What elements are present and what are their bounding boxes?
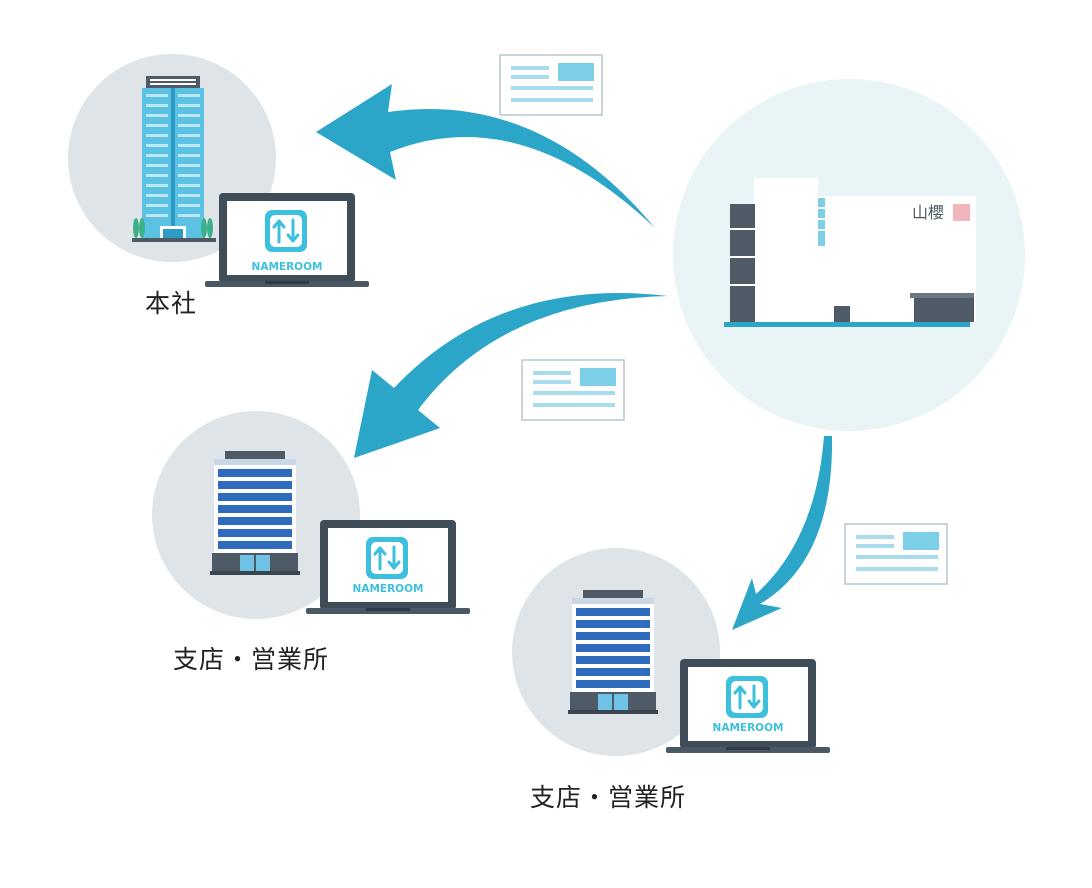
laptop-icon [304, 518, 472, 616]
site-label-headquarters: 本社 [145, 289, 198, 318]
skyscraper-icon [132, 76, 216, 242]
branch-left-group: NAMEROOM [152, 411, 472, 619]
app-name: NAMEROOM [353, 583, 424, 595]
business-card-icon [844, 523, 948, 585]
branch-right-group: NAMEROOM [512, 548, 832, 756]
source-building-group: 山櫻 [673, 79, 1025, 431]
headquarters-group: NAMEROOM [68, 54, 371, 289]
app-name: NAMEROOM [252, 261, 323, 273]
building-icon [724, 178, 976, 327]
arrow-to-headquarters [316, 84, 655, 228]
arrow-to-branch-left [354, 292, 668, 458]
sakura-logo-icon [953, 204, 970, 221]
business-card-icon [521, 359, 625, 421]
office-building-icon [210, 451, 300, 575]
office-building-icon [568, 590, 658, 714]
app-name: NAMEROOM [713, 722, 784, 734]
laptop-icon [664, 657, 832, 755]
source-sign: 山櫻 [912, 203, 944, 222]
arrow-to-branch-right [732, 436, 833, 630]
site-label-branch-right: 支店・営業所 [530, 783, 687, 812]
business-card-icon [499, 54, 603, 116]
site-label-branch-left: 支店・営業所 [173, 645, 330, 674]
